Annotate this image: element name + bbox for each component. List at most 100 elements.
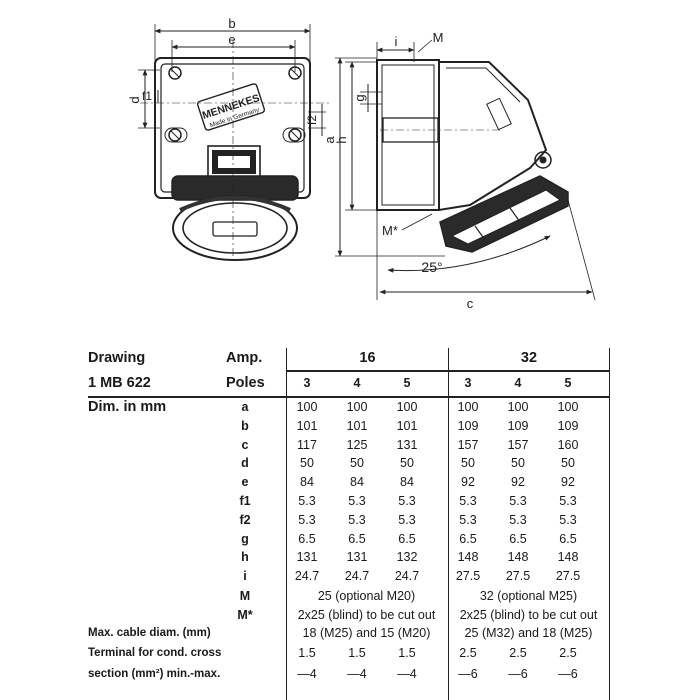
table-cell: 5.3 bbox=[348, 494, 366, 508]
dim-label-c: c bbox=[467, 296, 474, 311]
table-cell: 50 bbox=[300, 456, 314, 471]
poles-value: 4 bbox=[514, 376, 522, 390]
table-cell: 131 bbox=[346, 550, 368, 565]
table-cell: 5.3 bbox=[509, 512, 527, 527]
table-cell: 5.3 bbox=[398, 494, 416, 508]
table-cell: 27.5 bbox=[505, 569, 531, 584]
table-cell: 101 bbox=[346, 418, 368, 433]
side-view bbox=[335, 39, 596, 301]
row-label: i bbox=[243, 569, 247, 584]
table-cell: 100 bbox=[457, 400, 479, 414]
table-cell: 92 bbox=[461, 475, 475, 490]
table-cell: 5.3 bbox=[298, 512, 316, 527]
dim-label-d: d bbox=[127, 96, 142, 103]
poles-value: 5 bbox=[403, 376, 411, 390]
poles-value: 3 bbox=[303, 376, 311, 390]
table-cell: 125 bbox=[346, 437, 368, 452]
table-cell: 92 bbox=[561, 475, 575, 490]
terminal-min-cell: 2.5 bbox=[459, 646, 477, 660]
terminal-label-1: Terminal for cond. cross bbox=[88, 647, 222, 659]
table-cell: 101 bbox=[296, 418, 318, 433]
dim-label-angle: 25° bbox=[421, 259, 442, 275]
table-divider-left bbox=[286, 348, 287, 700]
table-cell: 117 bbox=[297, 437, 317, 452]
table-cell: 6.5 bbox=[398, 531, 416, 546]
poles-value: 4 bbox=[353, 376, 361, 390]
dim-label-g: g bbox=[352, 94, 367, 101]
table-divider-right bbox=[609, 348, 610, 700]
row-label: a bbox=[241, 400, 249, 414]
table-cell: 109 bbox=[557, 418, 579, 433]
terminal-max-cell: —4 bbox=[297, 667, 317, 681]
row-label: h bbox=[241, 550, 249, 565]
table-cell: 50 bbox=[461, 456, 475, 471]
table-cell: 92 bbox=[511, 475, 525, 490]
dim-label-f1: f1 bbox=[142, 89, 152, 103]
table-cell: 27.5 bbox=[455, 569, 481, 584]
dim-label-i: i bbox=[395, 34, 398, 49]
terminal-label-2: section (mm²) min.-max. bbox=[88, 668, 221, 680]
table-cell: 5.3 bbox=[398, 512, 416, 527]
table-cell: 5.3 bbox=[348, 512, 366, 527]
drawing-number: 1 MB 622 bbox=[88, 375, 151, 391]
poles-value: 5 bbox=[564, 376, 572, 390]
table-cell: 84 bbox=[400, 475, 414, 490]
cable-value-16: 18 (M25) and 15 (M20) bbox=[302, 626, 431, 640]
table-cell: 160 bbox=[557, 437, 579, 452]
table-cell: 6.5 bbox=[298, 531, 316, 546]
table-divider-mid bbox=[448, 348, 449, 700]
table-cell: 27.5 bbox=[555, 569, 581, 584]
row-label: c bbox=[241, 437, 249, 452]
table-cell: 131 bbox=[396, 437, 418, 452]
table-cell: 24.7 bbox=[344, 569, 370, 584]
row-label: b bbox=[241, 418, 249, 433]
table-cell: 5.3 bbox=[459, 512, 477, 527]
dim-label-mstar: M* bbox=[382, 223, 398, 238]
terminal-max-cell: —6 bbox=[508, 667, 528, 681]
table-cell: 24.7 bbox=[294, 569, 320, 584]
table-cell: 148 bbox=[557, 550, 579, 565]
table-cell: 100 bbox=[296, 400, 318, 414]
terminal-min-cell: 1.5 bbox=[348, 646, 366, 660]
table-cell: 6.5 bbox=[459, 531, 477, 546]
dim-label-h: h bbox=[334, 136, 349, 143]
dim-label-m: M bbox=[433, 30, 444, 45]
table-cell: 84 bbox=[350, 475, 364, 490]
table-cell: 100 bbox=[557, 400, 579, 414]
front-view bbox=[138, 24, 330, 262]
table-cell: 100 bbox=[346, 400, 368, 414]
amp-label: Amp. bbox=[226, 350, 263, 366]
row-label-m: M bbox=[239, 589, 251, 603]
dim-label-e: e bbox=[228, 32, 235, 47]
table-cell: 101 bbox=[396, 418, 418, 433]
terminal-min-cell: 2.5 bbox=[509, 646, 527, 660]
row-label: e bbox=[241, 475, 249, 490]
row-label-mstar: M* bbox=[237, 608, 253, 622]
table-cell: 5.3 bbox=[559, 512, 577, 527]
table-cell: 100 bbox=[396, 400, 418, 414]
dim-label-a: a bbox=[322, 136, 337, 144]
poles-value: 3 bbox=[464, 376, 472, 390]
table-header-rule bbox=[88, 396, 610, 398]
table-cell: 84 bbox=[300, 475, 314, 490]
table-cell: 148 bbox=[507, 550, 529, 565]
table-cell: 132 bbox=[396, 550, 418, 565]
table-cell: 5.3 bbox=[298, 494, 316, 508]
m-value-16: 25 (optional M20) bbox=[317, 589, 416, 603]
dim-unit-heading: Dim. in mm bbox=[88, 399, 167, 415]
terminal-min-cell: 2.5 bbox=[559, 646, 577, 660]
terminal-max-cell: —4 bbox=[397, 667, 417, 681]
table-cell: 5.3 bbox=[459, 494, 477, 508]
m-value-32: 32 (optional M25) bbox=[479, 589, 578, 603]
cable-value-32: 25 (M32) and 18 (M25) bbox=[464, 626, 593, 640]
terminal-max-cell: —6 bbox=[558, 667, 578, 681]
row-label: g bbox=[241, 531, 249, 546]
table-cell: 148 bbox=[457, 550, 479, 565]
table-cell: 109 bbox=[507, 418, 529, 433]
table-cell: 109 bbox=[457, 418, 479, 433]
technical-drawing: MENNEKES Made in Germany b e d f1 f2 h g… bbox=[127, 16, 596, 311]
mstar-value-16: 2x25 (blind) to be cut out bbox=[297, 608, 436, 622]
row-label: d bbox=[241, 456, 249, 471]
table-cell: 157 bbox=[457, 437, 479, 452]
